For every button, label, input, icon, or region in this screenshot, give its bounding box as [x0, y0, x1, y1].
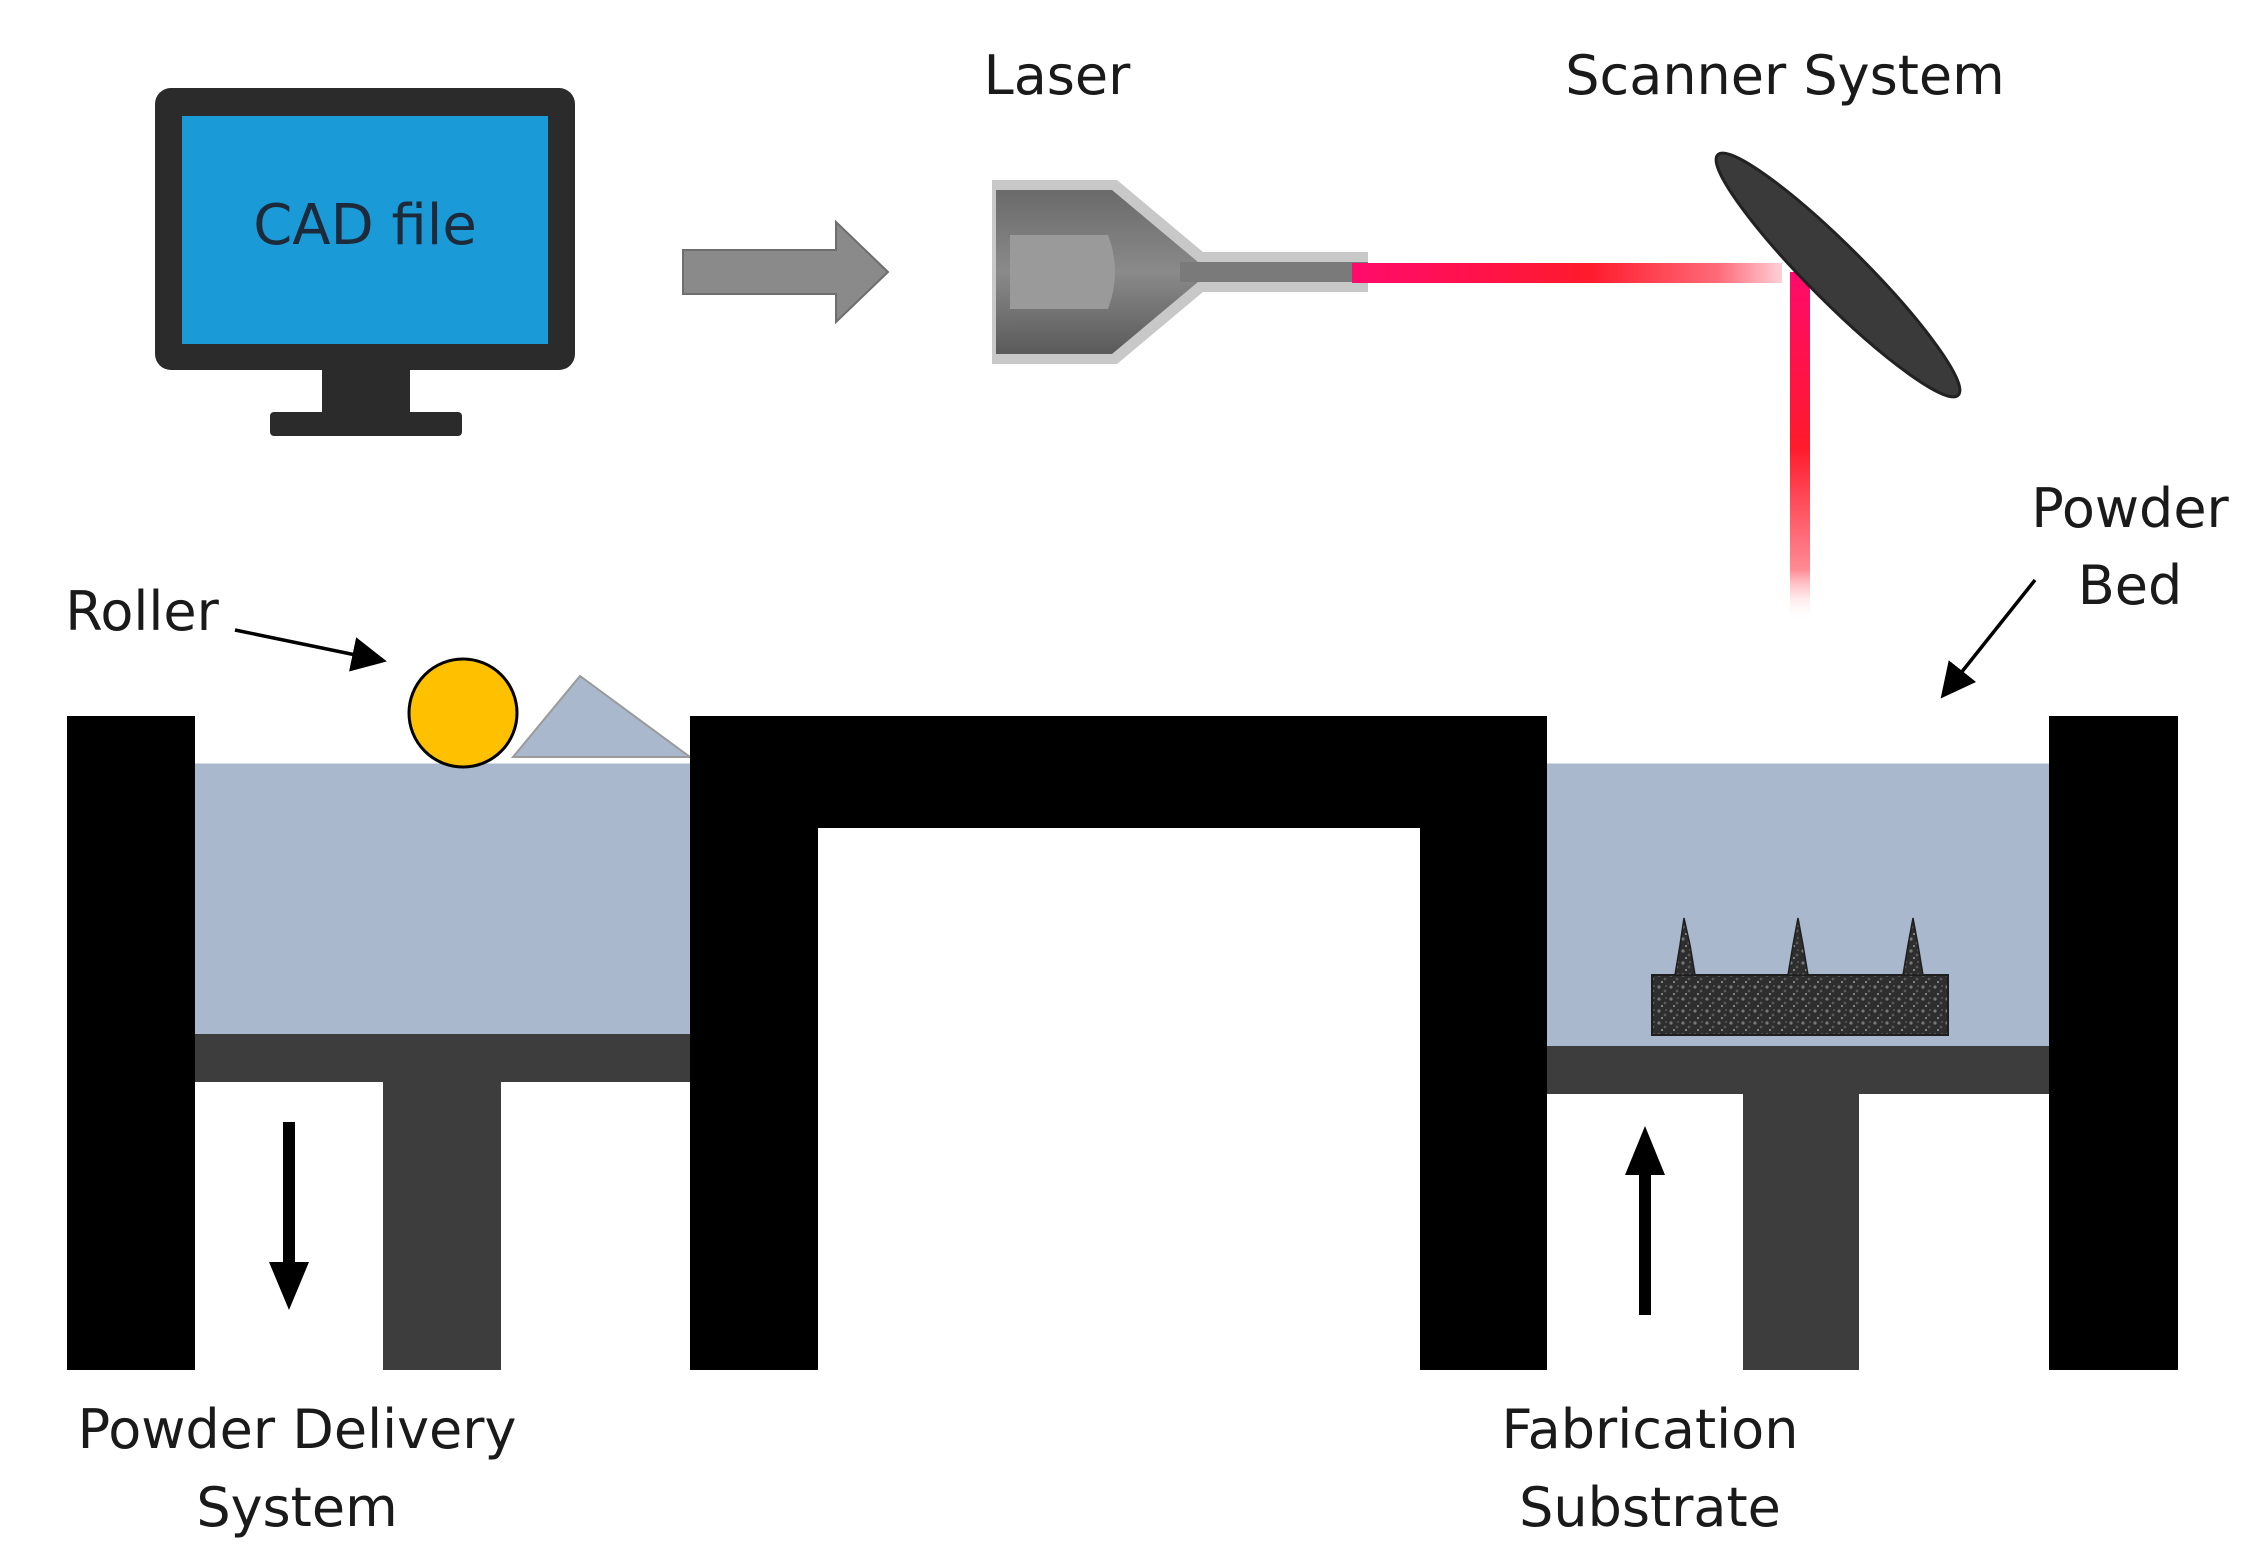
up-arrow-icon [1625, 1126, 1665, 1315]
laser-beam-vertical [1790, 272, 1810, 622]
computer-monitor-icon: CAD file [155, 88, 575, 436]
cad-file-label: CAD file [253, 193, 477, 258]
printed-part-icon [1651, 917, 1949, 1036]
powder-bed-label-line2: Bed [2078, 554, 2183, 617]
powder-bed-label-line1: Powder [2031, 477, 2229, 540]
powder-heap [510, 674, 694, 758]
laser-label: Laser [984, 44, 1132, 107]
roller-pointer-arrow [234, 628, 387, 672]
machine-frame [690, 716, 1547, 1370]
down-arrow-icon [269, 1122, 309, 1310]
laser-beam-horizontal [1352, 263, 1782, 283]
powder-delivery-chamber [67, 716, 690, 1370]
powder-bed-pointer-arrow [1940, 578, 2037, 699]
roller-icon [407, 657, 519, 769]
flow-arrow-icon [682, 219, 890, 325]
scanner-mirror-icon [1714, 151, 1962, 399]
laser-source-icon [992, 180, 1368, 364]
scanner-system-label: Scanner System [1565, 44, 2004, 107]
powder-delivery-label-line1: Powder Delivery [78, 1398, 517, 1461]
roller-label: Roller [65, 580, 219, 643]
powder-delivery-label-line2: System [196, 1476, 397, 1539]
fabrication-label-line1: Fabrication [1502, 1398, 1799, 1461]
fabrication-label-line2: Substrate [1519, 1476, 1781, 1539]
